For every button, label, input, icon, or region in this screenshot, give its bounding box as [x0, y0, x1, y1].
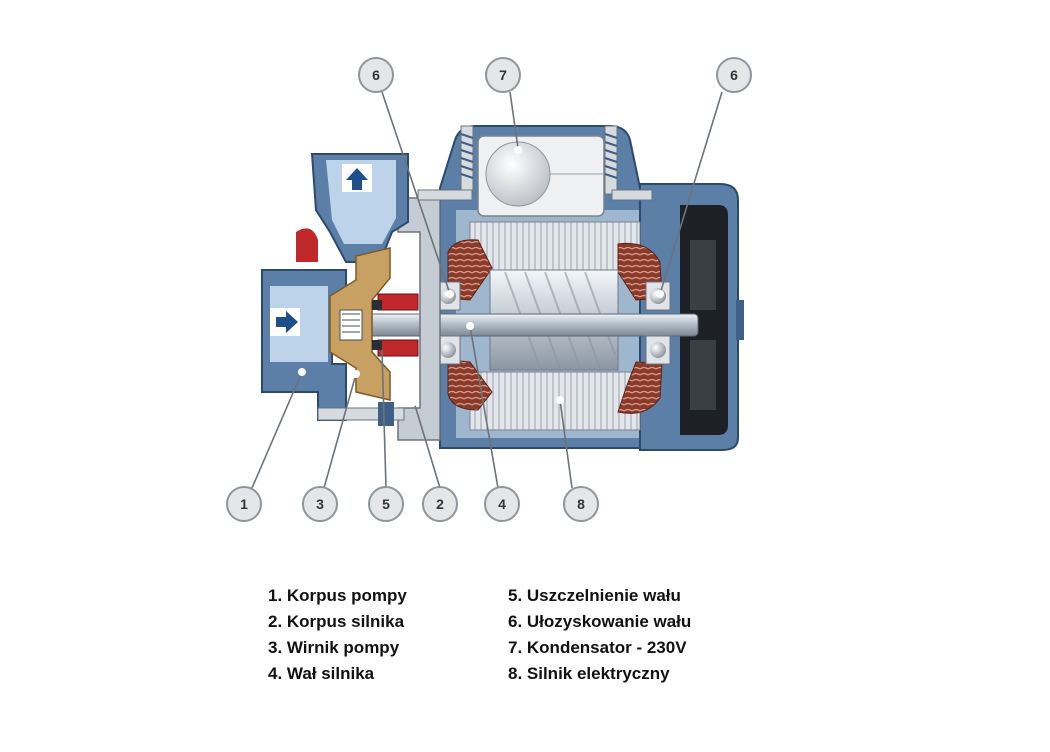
- svg-text:6: 6: [372, 67, 380, 83]
- flow-arrow-right: [270, 308, 300, 336]
- housing-bolt: [317, 402, 405, 426]
- legend-item-bearings: 6. Ułozyskowanie wału: [508, 612, 692, 631]
- callout-6-front: 6: [358, 57, 394, 93]
- pump-body: [261, 153, 409, 421]
- legend-item-motor-housing: 2. Korpus silnika: [268, 612, 405, 631]
- leader-endpoints: [298, 146, 664, 406]
- terminal-screw-right: [604, 125, 618, 195]
- stator: [469, 221, 641, 431]
- stator-windings: [447, 239, 663, 414]
- flow-arrow-up: [342, 164, 372, 192]
- svg-text:8: 8: [577, 496, 585, 512]
- legend-item-impeller: 3. Wirnik pompy: [268, 638, 400, 657]
- callout-3: 3: [302, 486, 338, 522]
- svg-text:4: 4: [498, 496, 506, 512]
- motor-shaft: [339, 313, 699, 337]
- leader-lines: [251, 91, 723, 489]
- callout-2: 2: [422, 486, 458, 522]
- callout-4: 4: [484, 486, 520, 522]
- legend-item-electric-motor: 8. Silnik elektryczny: [508, 664, 670, 683]
- legend-item-capacitor: 7. Kondensator - 230V: [508, 638, 687, 657]
- svg-text:1: 1: [240, 496, 248, 512]
- legend-right-column: 5. Uszczelnienie wału 6. Ułozyskowanie w…: [508, 583, 691, 687]
- capacitor-housing: [477, 135, 605, 217]
- svg-text:3: 3: [316, 496, 324, 512]
- svg-text:7: 7: [499, 67, 507, 83]
- legend-left-column: 1. Korpus pompy 2. Korpus silnika 3. Wir…: [268, 583, 407, 687]
- callout-8: 8: [563, 486, 599, 522]
- callout-1: 1: [226, 486, 262, 522]
- top-bolt-right: [611, 189, 653, 201]
- legend-item-shaft-seal: 5. Uszczelnienie wału: [508, 586, 681, 605]
- impeller: [329, 247, 391, 401]
- legend-item-motor-shaft: 4. Wał silnika: [268, 664, 375, 683]
- shaft-seal: [372, 293, 419, 357]
- callout-5: 5: [368, 486, 404, 522]
- svg-text:6: 6: [730, 67, 738, 83]
- legend-item-pump-body: 1. Korpus pompy: [268, 586, 407, 605]
- svg-text:5: 5: [382, 496, 390, 512]
- terminal-screw-left: [460, 125, 474, 195]
- callout-7: 7: [485, 57, 521, 93]
- svg-text:2: 2: [436, 496, 444, 512]
- top-bolt: [417, 189, 473, 201]
- callout-6-rear: 6: [716, 57, 752, 93]
